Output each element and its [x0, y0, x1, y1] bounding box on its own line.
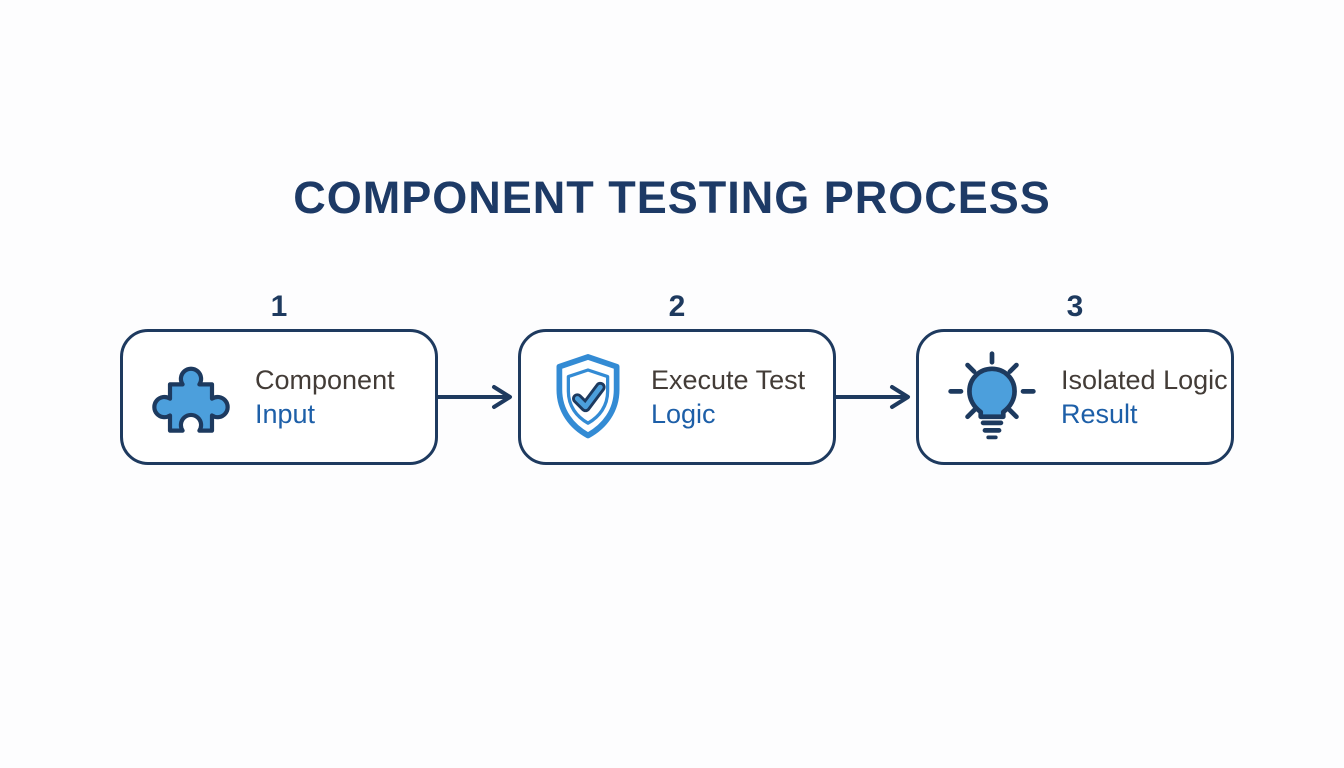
process-flow: 1 Component Input 2 — [120, 291, 1234, 465]
step-2-box: Execute Test Logic — [518, 329, 836, 465]
step-3: 3 — [916, 291, 1234, 465]
step-2-label-line2: Logic — [651, 399, 716, 429]
flow-arrow-1 — [438, 383, 518, 416]
step-2-label: Execute Test Logic — [651, 363, 805, 431]
step-1-label: Component Input — [255, 363, 395, 431]
step-1-number: 1 — [270, 290, 288, 323]
step-2: 2 Execute Test Logic — [518, 291, 836, 465]
puzzle-piece-icon — [149, 355, 233, 439]
step-1: 1 Component Input — [120, 291, 438, 465]
page-title: COMPONENT TESTING PROCESS — [293, 172, 1051, 223]
step-2-number: 2 — [668, 290, 686, 323]
step-3-label-line1: Isolated Logic — [1061, 365, 1228, 395]
step-1-label-line1: Component — [255, 365, 395, 395]
shield-check-icon — [547, 352, 629, 442]
step-1-label-line2: Input — [255, 399, 316, 429]
step-1-box: Component Input — [120, 329, 438, 465]
lightbulb-icon — [945, 349, 1039, 445]
flow-arrow-2 — [836, 383, 916, 416]
step-2-label-line1: Execute Test — [651, 365, 806, 395]
step-3-label-line2: Result — [1061, 399, 1138, 429]
step-3-number: 3 — [1066, 290, 1084, 323]
step-3-box: Isolated Logic Result — [916, 329, 1234, 465]
step-3-label: Isolated Logic Result — [1061, 363, 1228, 431]
